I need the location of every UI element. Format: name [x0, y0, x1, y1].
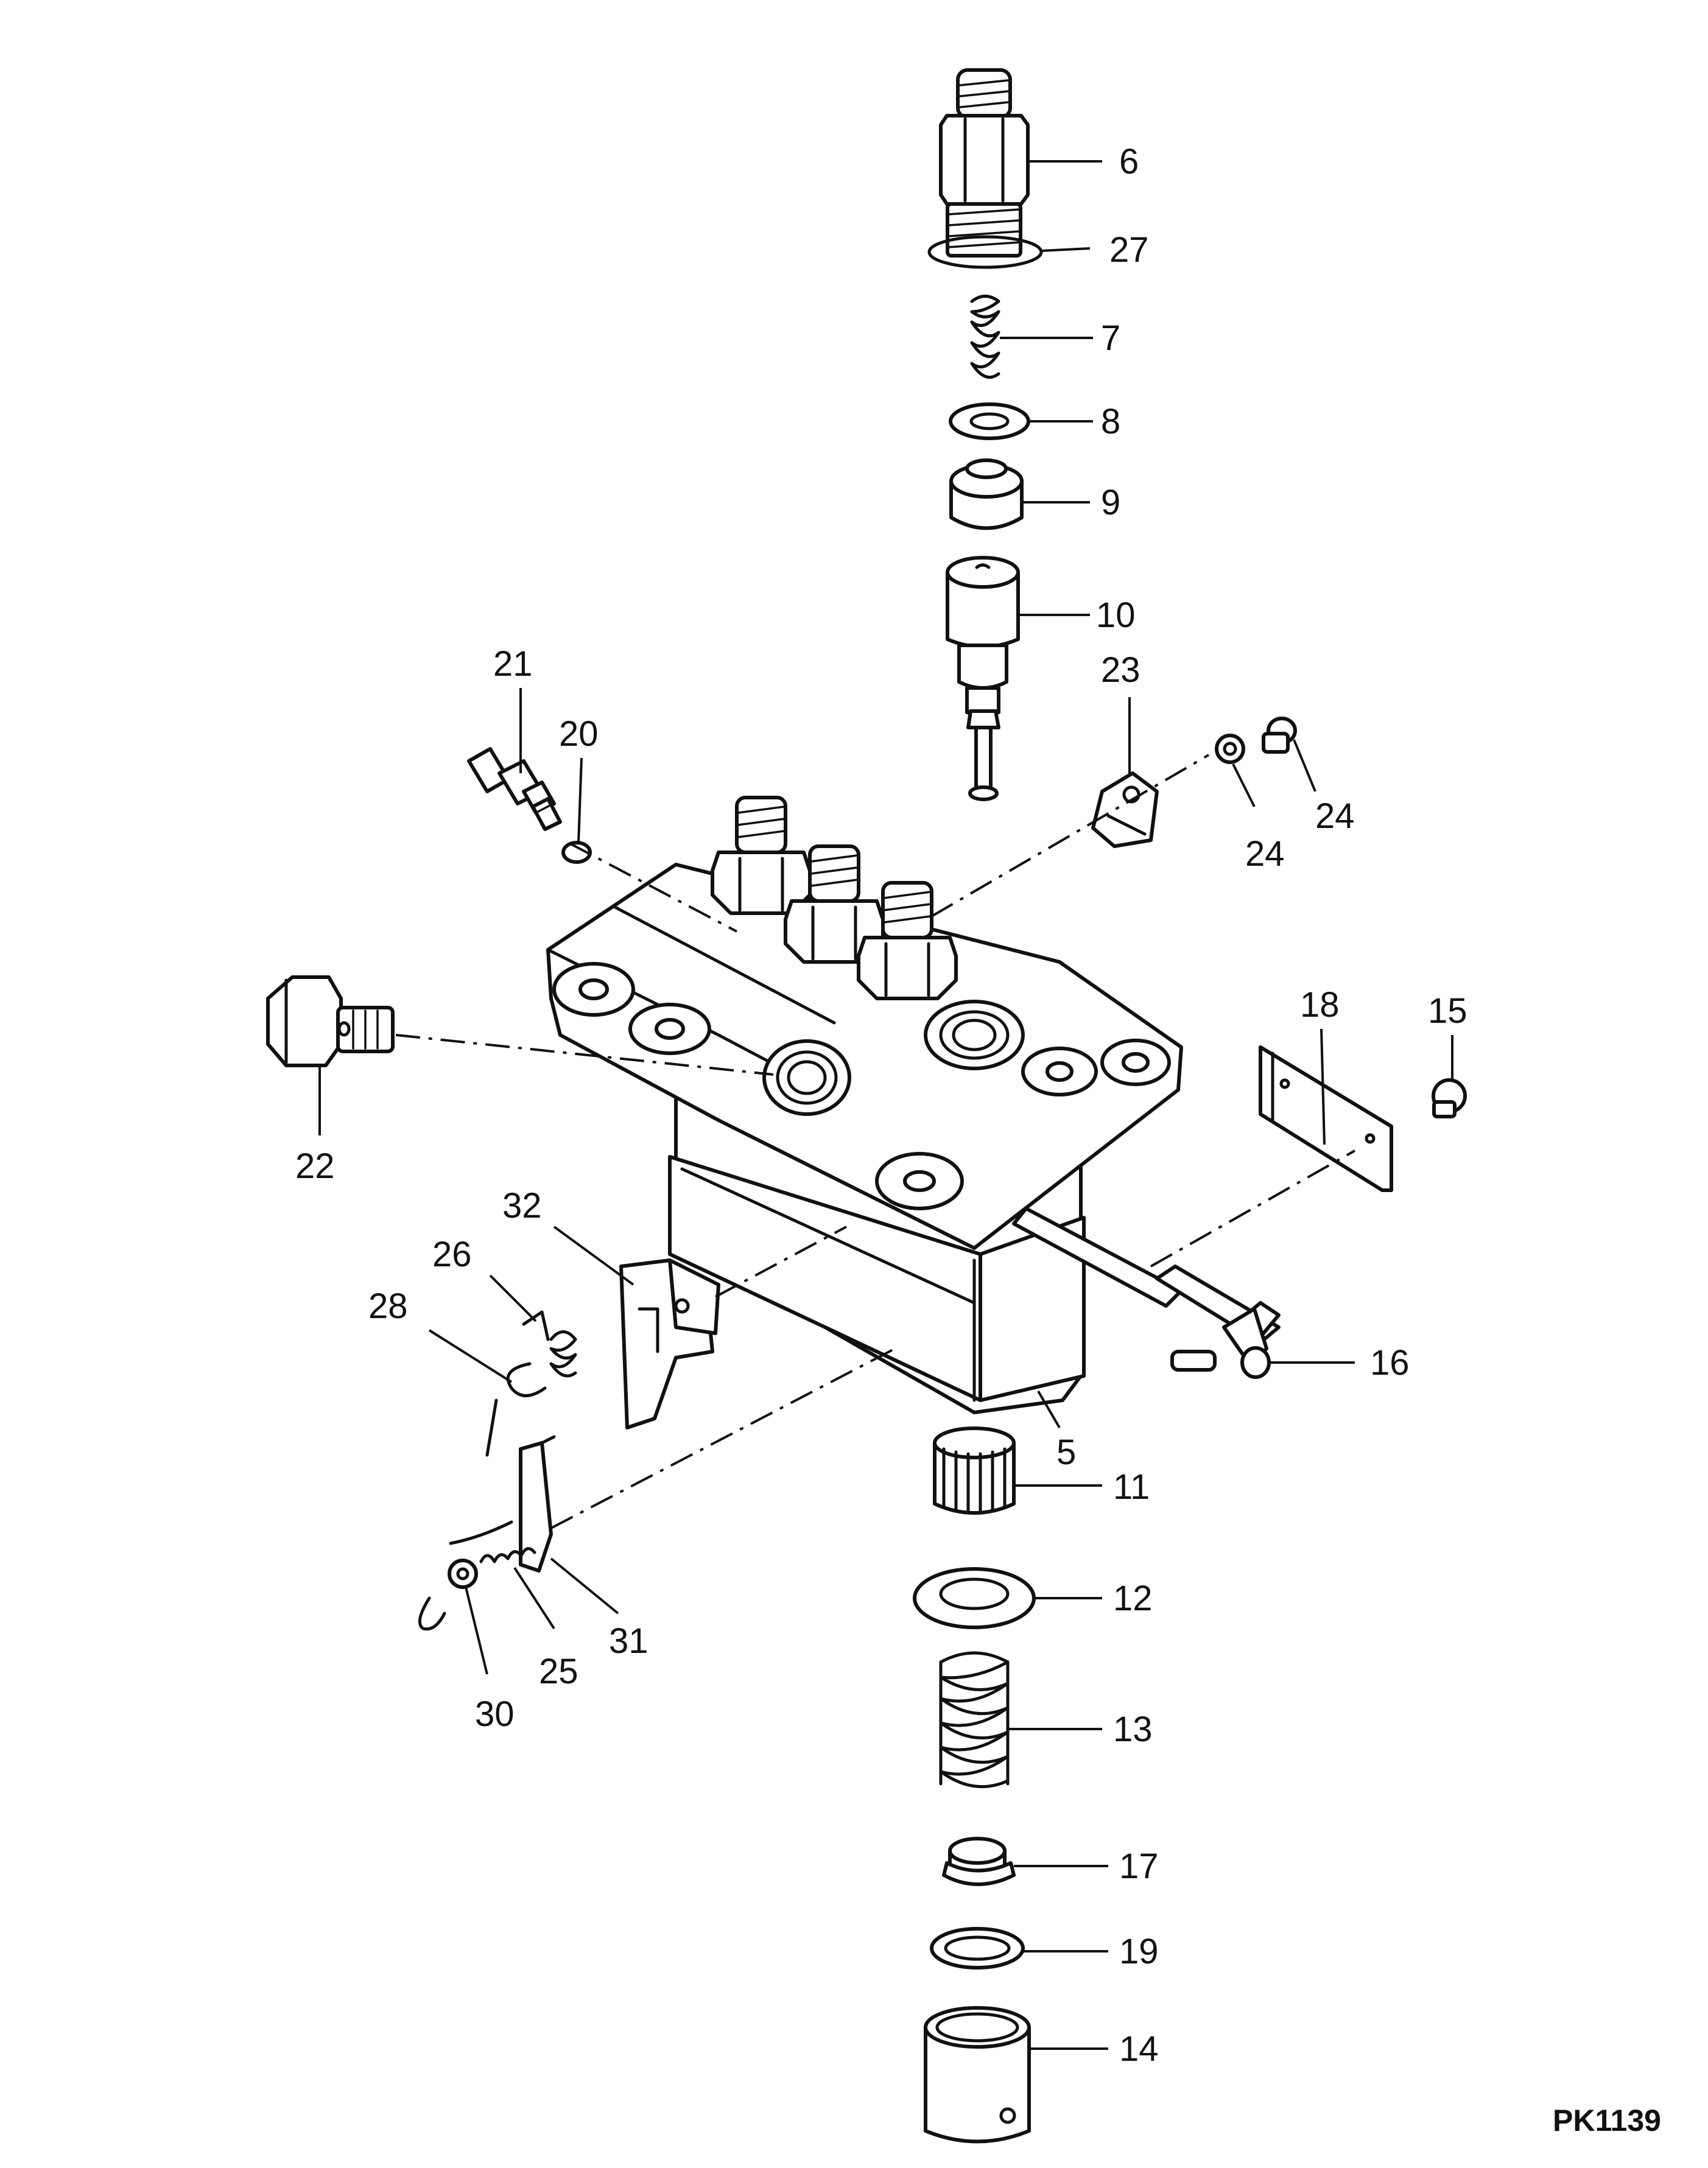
part-19-shim [930, 1927, 1025, 1970]
callout-12: 12 [1113, 1579, 1153, 1618]
callout-18: 18 [1300, 985, 1340, 1025]
callout-14: 14 [1119, 2029, 1159, 2069]
assembly-lines [395, 754, 1355, 1529]
part-31-lever [449, 1435, 556, 1573]
callout-32: 32 [502, 1186, 542, 1226]
callout-23: 23 [1101, 650, 1140, 690]
part-21-bleed-screw [467, 747, 562, 831]
callout-24a: 24 [1315, 796, 1355, 836]
callout-25: 25 [539, 1652, 578, 1691]
callout-8: 8 [1101, 402, 1120, 441]
part-10-plunger [946, 556, 1020, 801]
callout-16: 16 [1370, 1343, 1410, 1383]
part-13-plunger-spring [939, 1651, 1010, 1789]
callout-11: 11 [1113, 1467, 1150, 1507]
part-11-pinion [933, 1426, 1016, 1515]
callout-31: 31 [609, 1621, 648, 1661]
callout-27: 27 [1109, 230, 1149, 270]
callout-15: 15 [1428, 991, 1467, 1031]
callout-6: 6 [1119, 142, 1139, 181]
callout-17: 17 [1119, 1847, 1159, 1886]
part-28-snap-ring [485, 1362, 547, 1457]
part-26-spring [522, 1310, 577, 1378]
part-6-delivery-valve-holder [939, 68, 1030, 258]
callout-labels: 6 27 7 8 9 10 21 20 23 24 24 18 15 22 32… [295, 142, 1467, 2069]
callout-20: 20 [559, 714, 599, 754]
part-22-banjo-bolt [266, 975, 395, 1067]
part-8-washer [949, 402, 1030, 440]
part-9-delivery-valve [949, 458, 1024, 530]
callout-30: 30 [475, 1694, 515, 1734]
part-16-control-rod [1012, 1207, 1281, 1379]
figure-code: PK1139 [1553, 2103, 1661, 2138]
part-14-tappet [924, 2006, 1031, 2144]
callout-9: 9 [1101, 483, 1120, 522]
part-12-spring-seat [913, 1567, 1036, 1629]
part-24-screws [1215, 717, 1297, 764]
callout-21: 21 [493, 644, 533, 684]
pump-outlet-holders [711, 796, 958, 1000]
part-17-lower-seat [942, 1837, 1016, 1886]
part-18-plate [1259, 1045, 1393, 1192]
callout-24b: 24 [1245, 834, 1285, 874]
part-30-clip [418, 1559, 478, 1631]
part-15-screw [1432, 1078, 1467, 1118]
part-23-plate [1091, 771, 1159, 848]
part-27-gasket [927, 235, 1043, 269]
part-25-spring [479, 1547, 536, 1563]
callout-26: 26 [432, 1235, 472, 1274]
callout-10: 10 [1096, 595, 1136, 635]
part-32-lever [619, 1258, 720, 1430]
part-7-spring [970, 295, 1000, 379]
callout-19: 19 [1119, 1932, 1159, 1971]
callout-5: 5 [1056, 1433, 1076, 1472]
part-20-washer [561, 841, 592, 864]
callout-28: 28 [368, 1286, 408, 1326]
callout-7: 7 [1101, 318, 1120, 358]
part-5-pump-housing [546, 863, 1183, 1414]
leader-lines [318, 160, 1453, 2050]
callout-22: 22 [295, 1146, 335, 1186]
callout-13: 13 [1113, 1710, 1153, 1749]
